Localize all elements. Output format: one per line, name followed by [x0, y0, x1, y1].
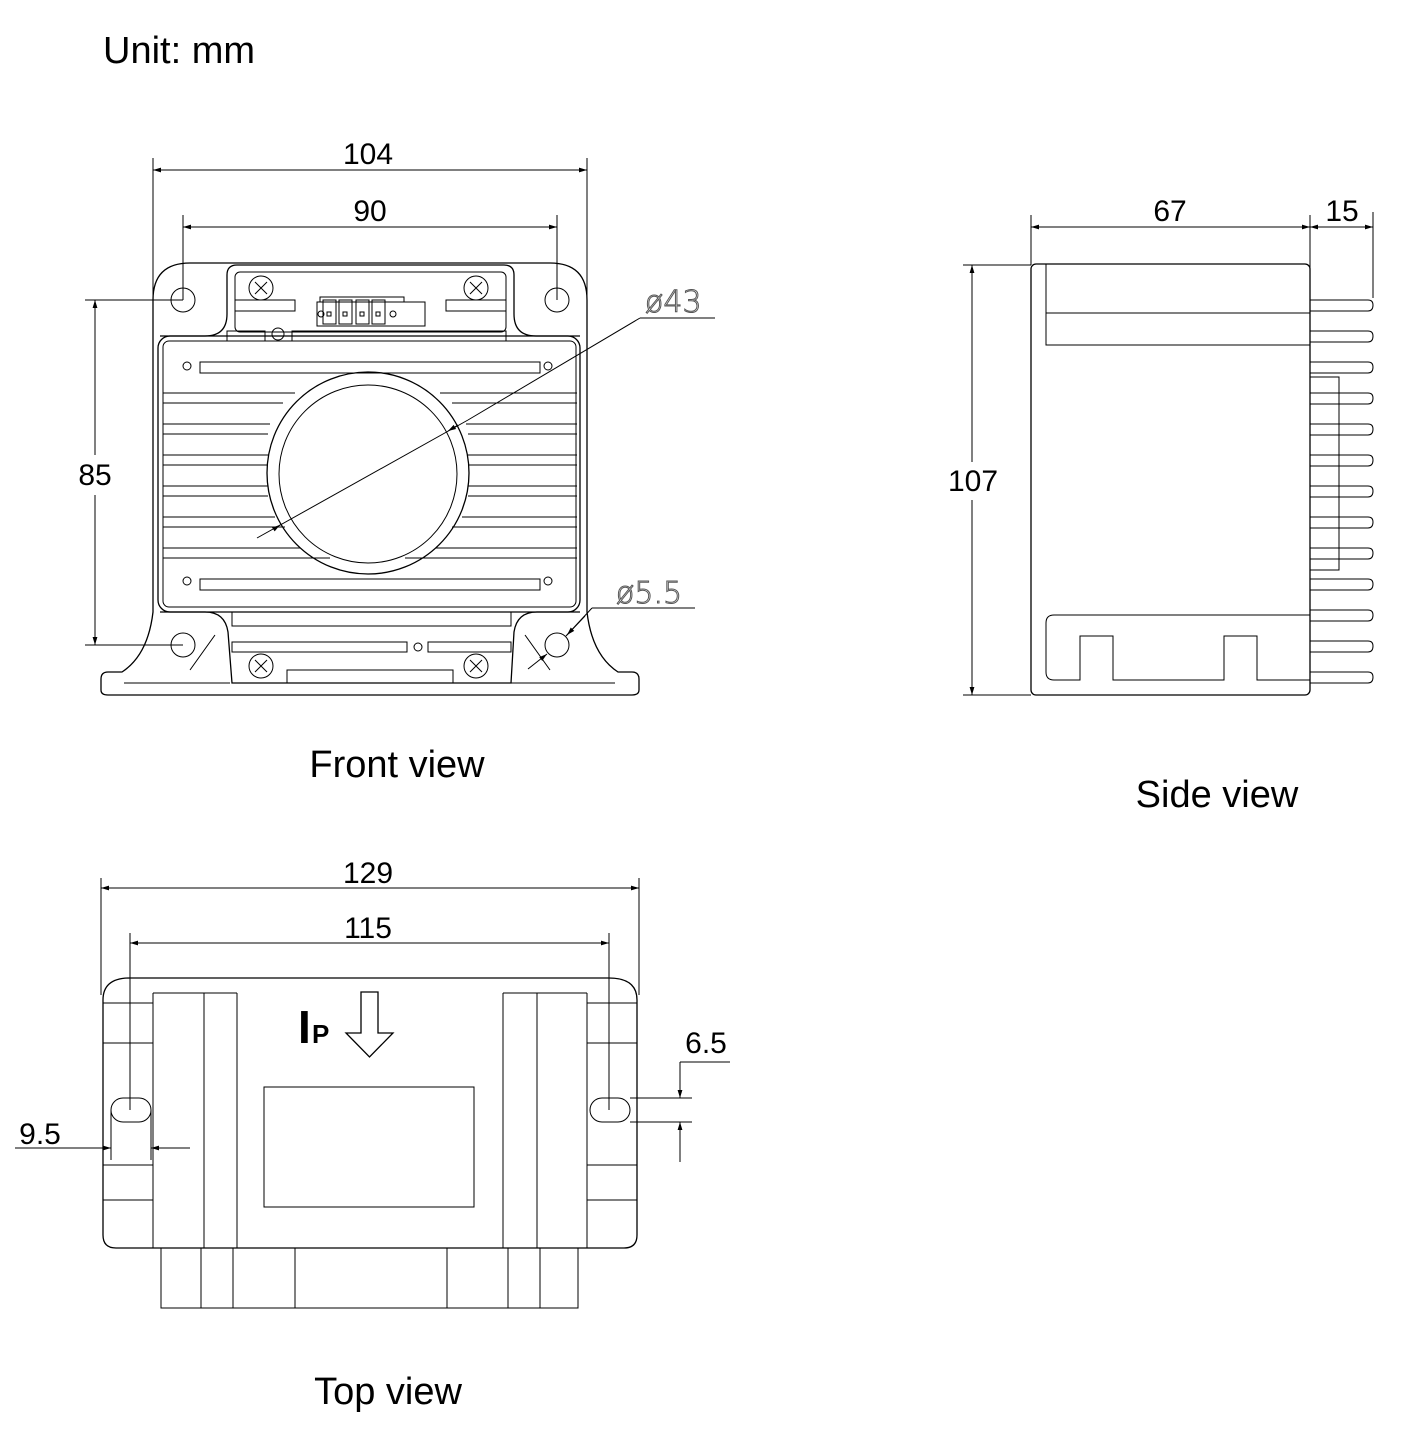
top-view-title: Top view — [314, 1371, 462, 1413]
mounting-holes — [170, 287, 570, 658]
pin — [1310, 671, 1374, 684]
flange-outline — [100, 262, 640, 696]
svg-text:ø5.5: ø5.5 — [616, 576, 682, 611]
cooling-ribs — [163, 392, 577, 559]
dim-67: 67 — [1030, 195, 1311, 298]
current-subscript: P — [312, 1019, 329, 1049]
connector — [316, 296, 426, 327]
pin — [1310, 516, 1374, 529]
side-view: 67 15 107 Side view — [945, 195, 1374, 816]
pin — [1310, 299, 1374, 312]
mounting-slot-left — [110, 1097, 152, 1123]
pin — [1310, 361, 1374, 374]
dim-15: 15 — [1310, 195, 1374, 298]
svg-text:90: 90 — [353, 195, 386, 228]
screw-icons — [248, 275, 489, 679]
svg-text:85: 85 — [78, 459, 111, 492]
primary-aperture — [266, 371, 470, 575]
svg-text:9.5: 9.5 — [19, 1118, 61, 1151]
front-view: 104 90 85 — [72, 138, 715, 786]
current-direction-arrow-icon — [344, 991, 395, 1058]
dim-129: 129 — [100, 857, 640, 995]
front-view-title: Front view — [309, 744, 485, 786]
pin — [1310, 454, 1374, 467]
pin — [1310, 578, 1374, 591]
svg-text:104: 104 — [343, 138, 393, 171]
svg-text:107: 107 — [948, 465, 998, 498]
pin — [1310, 423, 1374, 436]
top-view: 129 115 I P 6.5 — [15, 857, 730, 1413]
dim-hole-diameter: ø5.5 — [527, 576, 695, 670]
dim-90: 90 — [182, 195, 558, 300]
side-view-title: Side view — [1136, 774, 1299, 816]
mounting-slot-right — [589, 1097, 631, 1123]
svg-text:129: 129 — [343, 857, 393, 890]
dim-104: 104 — [152, 138, 588, 300]
pins — [1310, 299, 1374, 684]
current-label: I — [298, 1001, 311, 1053]
dim-9-5: 9.5 — [15, 1110, 190, 1160]
svg-text:115: 115 — [344, 912, 392, 945]
pin — [1310, 330, 1374, 343]
pin — [1310, 392, 1374, 405]
svg-text:67: 67 — [1153, 195, 1186, 228]
pin — [1310, 485, 1374, 498]
pin — [1310, 609, 1374, 622]
pin — [1310, 547, 1374, 560]
dim-115: 115 — [129, 912, 610, 1110]
dim-107: 107 — [945, 264, 1031, 696]
svg-text:6.5: 6.5 — [685, 1027, 727, 1060]
unit-label: Unit: mm — [103, 30, 255, 72]
svg-text:ø43: ø43 — [645, 285, 702, 320]
svg-text:15: 15 — [1325, 195, 1358, 228]
label-window — [263, 1086, 475, 1208]
dim-aperture-diameter: ø43 — [256, 285, 715, 539]
pin — [1310, 640, 1374, 653]
dim-85: 85 — [72, 299, 183, 646]
dim-6-5: 6.5 — [630, 1027, 730, 1162]
